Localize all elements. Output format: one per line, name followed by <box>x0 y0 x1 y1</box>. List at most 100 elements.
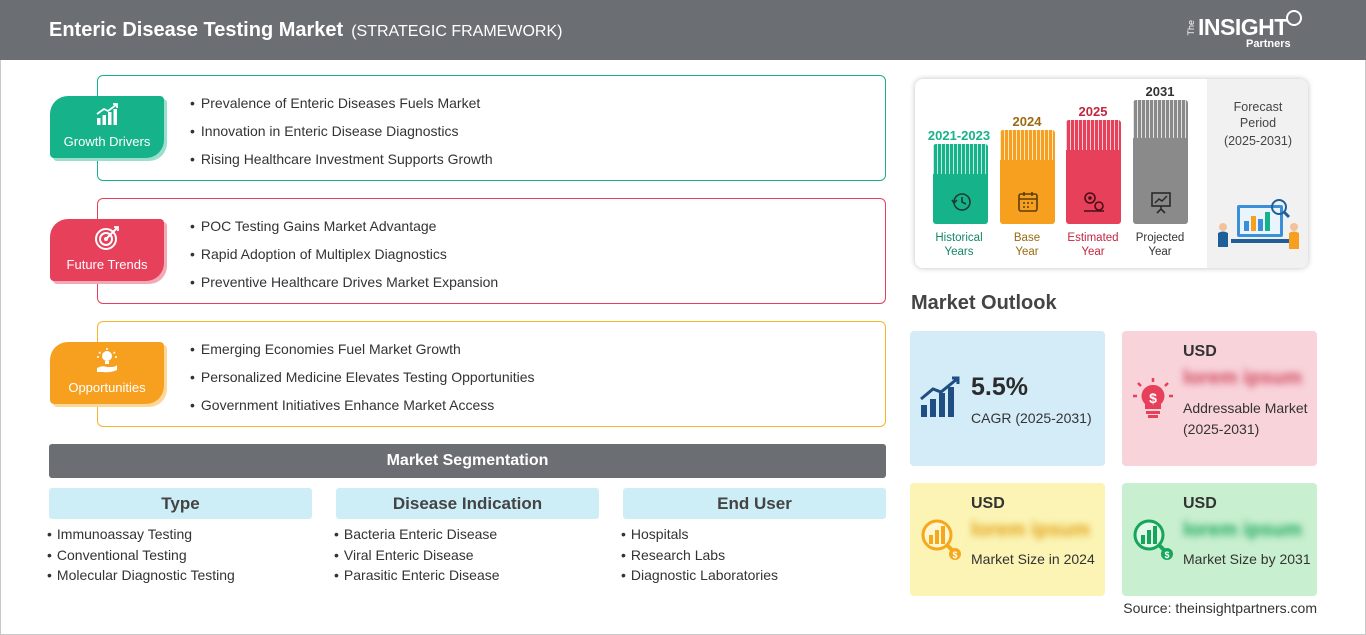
target-icon <box>95 226 119 250</box>
year-label-projected: 2031 <box>1145 84 1175 99</box>
bar-historical <box>933 144 988 224</box>
list-item: Prevalence of Enteric Diseases Fuels Mar… <box>190 89 493 117</box>
segment-header-disease-indication: Disease Indication <box>336 488 599 519</box>
segment-header-end-user: End User <box>623 488 886 519</box>
future-trends-box: POC Testing Gains Market Advantage Rapid… <box>97 198 886 304</box>
list-item: POC Testing Gains Market Advantage <box>190 212 498 240</box>
magnifier-chart-icon: $ <box>1133 519 1173 560</box>
market-size-2024-label: Market Size in 2024 <box>971 551 1095 567</box>
list-item: Research Labs <box>621 545 778 566</box>
growth-drivers-list: Prevalence of Enteric Diseases Fuels Mar… <box>190 89 493 173</box>
list-item: Emerging Economies Fuel Market Growth <box>190 335 535 363</box>
future-trends-badge: Future Trends <box>50 219 164 281</box>
history-clock-icon <box>951 193 971 211</box>
year-label-estimated: 2025 <box>1078 104 1108 119</box>
segment-list-type: Immunoassay Testing Conventional Testing… <box>47 524 235 586</box>
svg-text:$: $ <box>1164 550 1169 560</box>
gears-estimate-icon <box>1084 192 1104 212</box>
forecast-line: Forecast <box>1233 100 1283 114</box>
caption-line: Years <box>944 246 974 258</box>
bar-caption-historical: Historical Years <box>919 231 999 259</box>
segment-list-end-user: Hospitals Research Labs Diagnostic Labor… <box>621 524 778 586</box>
dollar-bulb-icon: $ <box>1133 378 1173 418</box>
addressable-market-value: lorem ipsum <box>1183 367 1302 389</box>
analytics-people-illustration-icon <box>1218 199 1299 249</box>
page-title: Enteric Disease Testing Market (STRATEGIC… <box>49 19 562 42</box>
caption-line: Estimated <box>1067 232 1119 244</box>
opportunities-list: Emerging Economies Fuel Market Growth Pe… <box>190 335 535 419</box>
bar-estimated <box>1066 120 1121 224</box>
market-size-2024-card: $ USD lorem ipsum Market Size in 2024 <box>910 483 1105 596</box>
growth-chart-icon <box>96 103 118 125</box>
lightbulb-hand-icon <box>97 348 117 373</box>
list-item: Immunoassay Testing <box>47 524 235 545</box>
caption-line: Base <box>1013 232 1041 244</box>
caption-line: Year <box>1148 246 1172 258</box>
caption-line: Projected <box>1135 232 1185 244</box>
insight-partners-logo: The INSIGHT Partners <box>1186 10 1306 52</box>
caption-line: Year <box>1015 246 1039 258</box>
opportunities-box: Emerging Economies Fuel Market Growth Pe… <box>97 321 886 427</box>
market-size-2024-value: lorem ipsum <box>971 519 1090 541</box>
addressable-market-label: Addressable Market (2025-2031) <box>1183 400 1308 437</box>
future-trends-list: POC Testing Gains Market Advantage Rapid… <box>190 212 498 296</box>
list-item: Government Initiatives Enhance Market Ac… <box>190 391 535 419</box>
market-segmentation-bar: Market Segmentation <box>49 444 886 478</box>
list-item: Molecular Diagnostic Testing <box>47 565 235 586</box>
svg-text:$: $ <box>952 550 957 560</box>
badge-label: Growth Drivers <box>63 134 151 149</box>
growth-bars-icon <box>920 376 960 417</box>
cagr-value: 5.5% <box>971 373 1028 401</box>
currency-label: USD <box>1183 495 1217 512</box>
bar-base <box>1000 130 1055 224</box>
cagr-card: 5.5% CAGR (2025-2031) <box>910 331 1105 466</box>
presentation-board-icon <box>1151 192 1171 214</box>
segment-list-disease-indication: Bacteria Enteric Disease Viral Enteric D… <box>334 524 500 586</box>
logo-partners: Partners <box>1246 38 1291 50</box>
caption-line: Year <box>1081 246 1105 258</box>
list-item: Bacteria Enteric Disease <box>334 524 500 545</box>
cagr-label: CAGR (2025-2031) <box>971 410 1092 426</box>
page-header: Enteric Disease Testing Market (STRATEGIC… <box>0 0 1366 60</box>
list-item: Conventional Testing <box>47 545 235 566</box>
list-item: Hospitals <box>621 524 778 545</box>
title-text: Enteric Disease Testing Market <box>49 19 344 41</box>
list-item: Preventive Healthcare Drives Market Expa… <box>190 268 498 296</box>
market-size-2031-value: lorem ipsum <box>1183 519 1302 541</box>
svg-text:$: $ <box>1149 390 1157 406</box>
forecast-period-text: Forecast Period (2025-2031) <box>1215 99 1301 149</box>
bar-projected <box>1133 100 1188 224</box>
source-text: Source: theinsightpartners.com <box>1123 600 1317 616</box>
timeline-card: 2021-2023 Historical Years 2024 Base Yea… <box>915 79 1308 268</box>
calendar-icon <box>1018 192 1038 212</box>
list-item: Personalized Medicine Elevates Testing O… <box>190 363 535 391</box>
logo-the: The <box>1186 20 1196 36</box>
currency-label: USD <box>971 495 1005 512</box>
year-label-historical: 2021-2023 <box>927 128 991 143</box>
caption-line: Historical <box>935 232 983 244</box>
list-item: Innovation in Enteric Disease Diagnostic… <box>190 117 493 145</box>
list-item: Diagnostic Laboratories <box>621 565 778 586</box>
logo-insight: INSIGHT <box>1198 14 1288 40</box>
market-size-2031-card: $ USD lorem ipsum Market Size by 2031 <box>1122 483 1317 596</box>
segment-header-type: Type <box>49 488 312 519</box>
badge-label: Future Trends <box>66 257 148 272</box>
logo-ring-icon <box>1286 10 1302 26</box>
magnifier-chart-icon: $ <box>921 519 961 560</box>
forecast-line: (2025-2031) <box>1223 134 1293 148</box>
bar-caption-base: Base Year <box>987 231 1067 259</box>
forecast-line: Period <box>1239 116 1277 130</box>
growth-drivers-badge: Growth Drivers <box>50 96 164 158</box>
list-item: Parasitic Enteric Disease <box>334 565 500 586</box>
addressable-market-card: $ USD lorem ipsum Addressable Market (20… <box>1122 331 1317 466</box>
list-item: Viral Enteric Disease <box>334 545 500 566</box>
opportunities-badge: Opportunities <box>50 342 164 404</box>
market-outlook-title: Market Outlook <box>911 292 1057 314</box>
year-label-base: 2024 <box>1012 114 1042 129</box>
list-item: Rising Healthcare Investment Supports Gr… <box>190 145 493 173</box>
currency-label: USD <box>1183 343 1217 360</box>
bar-caption-estimated: Estimated Year <box>1053 231 1133 259</box>
bar-caption-projected: Projected Year <box>1120 231 1200 259</box>
badge-label: Opportunities <box>68 380 146 395</box>
page-subtitle: (STRATEGIC FRAMEWORK) <box>351 23 563 40</box>
